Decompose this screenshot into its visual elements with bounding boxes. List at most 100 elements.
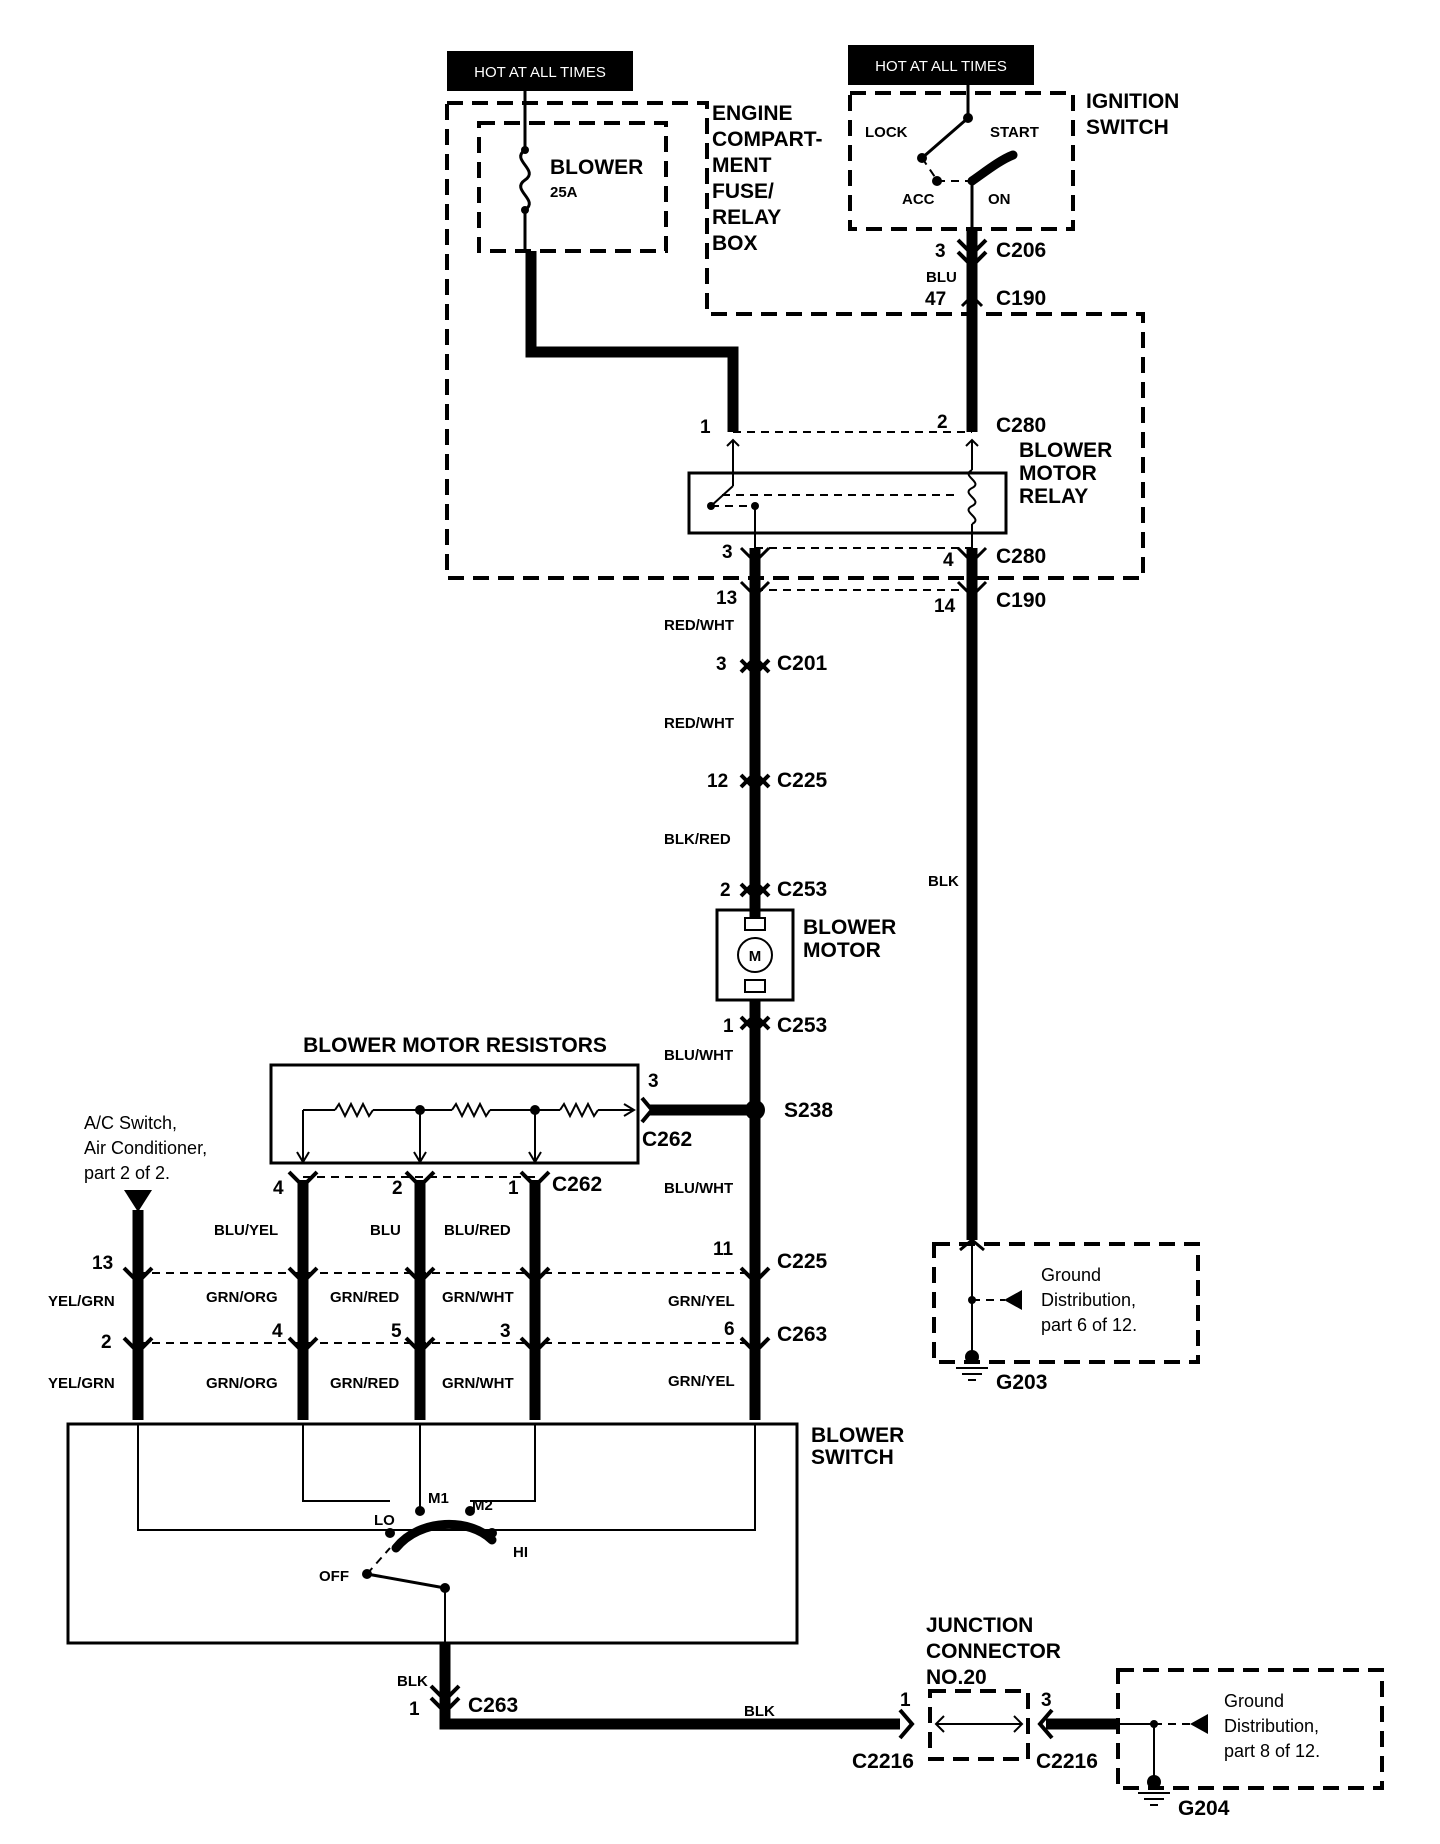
resistor-network-icon [296,1101,636,1164]
resistor-pin4: 4 [273,1178,284,1199]
junction-pin1: 1 [900,1690,911,1711]
resistor-pin2: 2 [392,1178,403,1199]
wire-blk-ground: BLK [744,1703,775,1720]
switch-hi-label: HI [513,1544,528,1561]
ignition-label-line2: SWITCH [1086,116,1169,139]
splice-s238-label: S238 [784,1099,833,1122]
ground-distribution-2-box [1116,1668,1384,1790]
c263-pin3: 3 [500,1321,511,1342]
c2216-left-label: C2216 [852,1750,914,1773]
ignition-acc-label: ACC [902,191,935,208]
c280-top-label: C280 [996,414,1046,437]
relay-pin1: 1 [700,417,711,438]
ignition-lock-label: LOCK [865,124,908,141]
c225-top-pin: 12 [707,771,728,792]
switch-off-label: OFF [319,1568,349,1585]
fuse-box-label: ENGINE COMPART- MENT FUSE/ RELAY BOX [712,102,822,255]
fuse-relay-box-outline [445,101,1145,580]
ignition-switch-box [848,91,1075,231]
c263-pin5: 5 [391,1321,402,1342]
fuse-box-label-line2: COMPART- [712,128,822,151]
ground-g203-label: G203 [996,1371,1047,1394]
c190-bottom-label: C190 [996,589,1046,612]
relay-pin4: 4 [943,550,954,571]
c253-bottom-label: C253 [777,1014,827,1037]
wire-blu: BLU [370,1222,401,1239]
c253-bottom-pin: 1 [723,1016,734,1037]
ignition-switch-contacts-icon [917,85,1018,229]
ignition-on-label: ON [988,191,1011,208]
fuse-name: BLOWER [550,156,643,179]
c190-top-label: C190 [996,287,1046,310]
relay-label-line2: MOTOR [1019,462,1097,485]
switch-to-junction-wire [439,1643,900,1730]
ac-ref-line3: part 2 of 2. [84,1163,170,1183]
c225-top-label: C225 [777,769,828,792]
junction-connector-box [928,1689,1030,1761]
c190-bottom-left-pin: 13 [716,588,737,609]
blower-motor-relay-label: BLOWER MOTOR RELAY [1019,439,1112,508]
c263-ground-connector-icon [429,1684,461,1715]
ground2-line2: Distribution, [1224,1716,1319,1736]
wire-yel-grn-1: YEL/GRN [48,1293,115,1310]
c201-label: C201 [777,652,828,675]
blower-motor-relay-box [687,471,1008,535]
blower-motor-label-1: BLOWER [803,916,896,939]
wire-grn-yel-1: GRN/YEL [668,1293,735,1310]
c253-top-pin: 2 [720,880,731,901]
ac-ref-line2: Air Conditioner, [84,1138,207,1158]
c2216-right-label: C2216 [1036,1750,1098,1773]
junction-label-line2: CONNECTOR [926,1640,1061,1663]
motor-symbol: M [749,948,762,965]
wire-blu-yel: BLU/YEL [214,1222,278,1239]
c263-ac-pin: 2 [101,1332,112,1353]
resistors-title: BLOWER MOTOR RESISTORS [303,1034,607,1057]
hot-at-all-times-tag-1: HOT AT ALL TIMES [447,51,633,91]
relay-internal-icon [707,438,979,548]
ac-switch-reference: A/C Switch, Air Conditioner, part 2 of 2… [84,1113,207,1212]
relay-pin2: 2 [937,412,948,433]
fuse-box-label-line6: BOX [712,232,758,255]
junction-connector-label: JUNCTION CONNECTOR NO.20 [926,1614,1061,1689]
junction-label-line3: NO.20 [926,1666,987,1689]
c225-bus-connector-marks [122,1266,771,1285]
wire-grn-org-1: GRN/ORG [206,1289,278,1306]
relay-label-line3: RELAY [1019,485,1088,508]
wire-blu-wht-1: BLU/WHT [664,1047,733,1064]
fuse-to-relay-wire [525,251,739,432]
ground1-line3: part 6 of 12. [1041,1315,1137,1335]
blower-switch-label-1: BLOWER [811,1424,904,1447]
wire-red-wht-1: RED/WHT [664,617,734,634]
wire-blu-red: BLU/RED [444,1222,511,1239]
c206-pin: 3 [935,241,946,262]
c262-bus-label: C262 [552,1173,602,1196]
blower-motor-box [715,908,795,1002]
fuse-rating: 25A [550,184,578,201]
ground-g204-icon [1118,1714,1208,1806]
c263-ground-pin: 1 [409,1699,420,1720]
wire-grn-red-2: GRN/RED [330,1375,399,1392]
wire-grn-yel-2: GRN/YEL [668,1373,735,1390]
ground-distribution-1-box [932,1242,1200,1364]
ac-ref-line1: A/C Switch, [84,1113,177,1133]
c262-input-label: C262 [642,1128,692,1151]
ground-g203-icon [956,1238,1022,1381]
c206-connector-icon [956,238,988,269]
junction-pin3: 3 [1041,1690,1052,1711]
fuse-box-label-line3: MENT [712,154,772,177]
c263-pin6: 6 [724,1319,735,1340]
motor-icon: M [737,917,773,993]
ac-ref-arrow-icon [124,1190,152,1212]
wire-grn-org-2: GRN/ORG [206,1375,278,1392]
wire-grn-wht-1: GRN/WHT [442,1289,514,1306]
blower-switch-internal-icon [137,1424,756,1643]
c263-bus-label: C263 [777,1323,827,1346]
c190-top-connector-icon [960,293,984,308]
wire-grn-red-1: GRN/RED [330,1289,399,1306]
c263-ground-label: C263 [468,1694,518,1717]
ignition-switch-label: IGNITION SWITCH [1086,90,1179,139]
c262-input-connector-icon [640,1096,655,1124]
ignition-label-line1: IGNITION [1086,90,1179,113]
wire-blk-red: BLK/RED [664,831,731,848]
